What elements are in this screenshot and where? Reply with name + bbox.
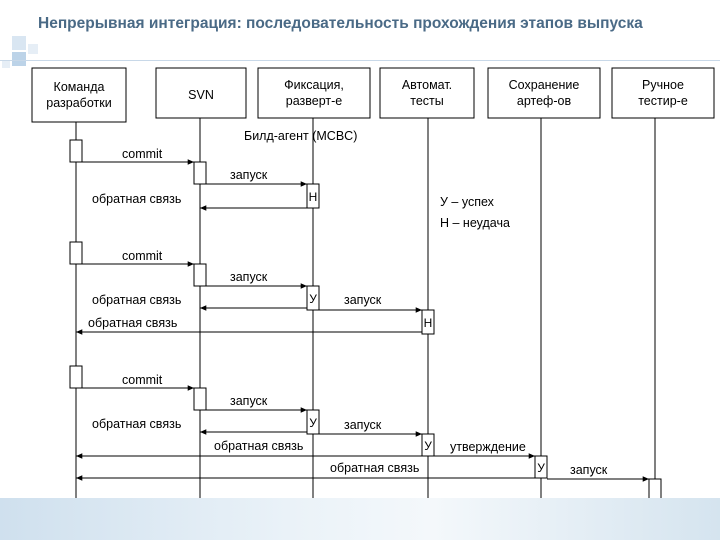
success-marker: У bbox=[537, 461, 545, 475]
build-agent-label: Билд-агент (MCBC) bbox=[244, 129, 357, 143]
launch-label: запуск bbox=[344, 418, 382, 432]
success-marker: У bbox=[309, 416, 317, 430]
participant-label-line2: разверт-е bbox=[286, 94, 343, 108]
failure-marker-box bbox=[306, 183, 320, 209]
failure-marker-box bbox=[421, 309, 435, 335]
commit-label: commit bbox=[122, 147, 163, 161]
participant-autotests: Автомат. тесты bbox=[379, 67, 475, 119]
feedback-label: обратная связь bbox=[88, 316, 177, 330]
participant-label-line1: Команда bbox=[54, 80, 105, 94]
activation-box bbox=[69, 139, 83, 163]
footer-decoration bbox=[0, 498, 720, 540]
activation-box bbox=[69, 241, 83, 265]
participant-label-line1: Фиксация, bbox=[284, 78, 344, 92]
decor-square bbox=[28, 44, 38, 54]
participant-label-line2: тесты bbox=[410, 94, 444, 108]
launch-label: запуск bbox=[570, 463, 608, 477]
activation-box bbox=[193, 161, 207, 185]
success-marker: У bbox=[309, 292, 317, 306]
feedback-label: обратная связь bbox=[92, 417, 181, 431]
activation-box bbox=[69, 365, 83, 389]
commit-label: commit bbox=[122, 249, 163, 263]
legend-success: У – успех bbox=[440, 195, 495, 209]
success-marker-box bbox=[534, 455, 548, 479]
activation-box bbox=[193, 387, 207, 411]
failure-marker: Н bbox=[424, 316, 433, 330]
feedback-label: обратная связь bbox=[92, 192, 181, 206]
feedback-label: обратная связь bbox=[330, 461, 419, 475]
title-divider bbox=[0, 60, 720, 61]
launch-label: запуск bbox=[344, 293, 382, 307]
approval-label: утверждение bbox=[450, 440, 526, 454]
success-marker-box bbox=[306, 409, 320, 435]
participant-label-line2: разработки bbox=[46, 96, 111, 110]
legend-failure: Н – неудача bbox=[440, 216, 510, 230]
success-marker: У bbox=[424, 439, 432, 453]
participant-artifacts: Сохранение артеф-ов bbox=[487, 67, 601, 119]
participant-commit-deploy: Фиксация, разверт-е bbox=[257, 67, 371, 119]
success-marker-box bbox=[421, 433, 435, 457]
failure-marker: Н bbox=[309, 190, 318, 204]
launch-label: запуск bbox=[230, 270, 268, 284]
feedback-label: обратная связь bbox=[92, 293, 181, 307]
participant-label-line2: артеф-ов bbox=[517, 94, 572, 108]
success-marker-box bbox=[306, 285, 320, 311]
participant-label-line1: Автомат. bbox=[402, 78, 452, 92]
decor-square bbox=[12, 52, 26, 66]
participant-team: Команда разработки bbox=[31, 67, 127, 123]
decor-square bbox=[12, 36, 26, 50]
participant-manual-testing: Ручное тестир-е bbox=[611, 67, 715, 119]
slide-title: Непрерывная интеграция: последовательнос… bbox=[38, 15, 643, 32]
commit-label: commit bbox=[122, 373, 163, 387]
participant-label-line2: тестир-е bbox=[638, 94, 688, 108]
participant-label-line1: Сохранение bbox=[509, 78, 580, 92]
lifelines bbox=[75, 118, 656, 498]
feedback-label: обратная связь bbox=[214, 439, 303, 453]
activation-box bbox=[193, 263, 207, 287]
launch-label: запуск bbox=[230, 168, 268, 182]
decor-square bbox=[2, 60, 10, 68]
participant-svn: SVN bbox=[155, 67, 247, 119]
launch-label: запуск bbox=[230, 394, 268, 408]
participant-label-line1: SVN bbox=[188, 88, 214, 102]
participant-label-line1: Ручное bbox=[642, 78, 684, 92]
